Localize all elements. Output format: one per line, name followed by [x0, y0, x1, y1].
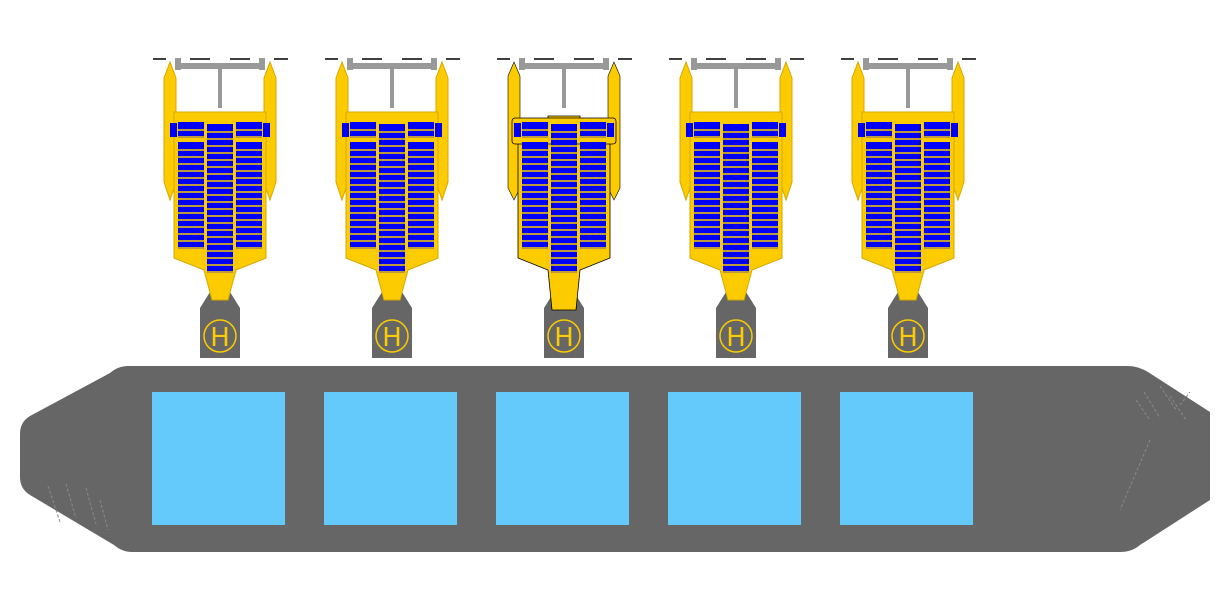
helipad-label: H	[554, 323, 574, 353]
rotor-crossbar	[694, 63, 778, 69]
rotor-hub	[347, 58, 353, 70]
panel-column	[580, 142, 606, 249]
rotor-crossbar	[522, 63, 606, 69]
deck-marking	[85, 487, 97, 525]
helipad	[716, 292, 756, 358]
rotor-hub	[603, 58, 609, 70]
wing-panel	[435, 123, 442, 137]
deck-marking	[1143, 391, 1161, 419]
rotor-hub	[863, 58, 869, 70]
wing-panel	[342, 123, 349, 137]
rotor-mast	[734, 68, 738, 108]
panel-column	[723, 124, 749, 273]
rotor-mast	[218, 68, 222, 108]
panel-column	[379, 124, 405, 273]
panel-column	[236, 142, 262, 249]
helipad	[888, 292, 928, 358]
panel-column	[207, 124, 233, 273]
helipad-circle	[203, 319, 237, 353]
helipad-circle	[375, 319, 409, 353]
panel-column	[522, 142, 548, 249]
rotor-mast	[562, 68, 566, 108]
rotor-hub	[431, 58, 437, 70]
panel-column	[866, 142, 892, 249]
rotor-hub	[175, 58, 181, 70]
rotor-hub	[519, 58, 525, 70]
helipad-label: H	[210, 323, 230, 353]
vessel: H	[841, 58, 976, 358]
vessel: H	[153, 58, 288, 358]
deck-marking	[47, 485, 61, 523]
cargo-bay	[496, 392, 629, 525]
helipad-label: H	[726, 323, 746, 353]
helipad	[372, 292, 412, 358]
deck-marking	[99, 499, 109, 531]
rotor-hub	[775, 58, 781, 70]
cargo-bay	[668, 392, 801, 525]
rotor-hub	[691, 58, 697, 70]
wing-panel	[607, 123, 614, 137]
wing-panel	[686, 123, 693, 137]
helipad-circle	[719, 319, 753, 353]
cargo-bays	[152, 392, 973, 525]
wing-panel	[858, 123, 865, 137]
panel-column	[924, 142, 950, 249]
cargo-bay	[324, 392, 457, 525]
helipad	[200, 292, 240, 358]
deck-marking	[1119, 439, 1151, 511]
cargo-bay	[840, 392, 973, 525]
wing-panel	[170, 123, 177, 137]
cargo-bay	[152, 392, 285, 525]
panel-column	[895, 124, 921, 273]
panel-column	[178, 142, 204, 249]
rotor-crossbar	[866, 63, 950, 69]
rotor-hub	[259, 58, 265, 70]
wing-panel	[779, 123, 786, 137]
vessel: H	[325, 58, 460, 358]
wing-panel	[514, 123, 521, 137]
wing-panel	[263, 123, 270, 137]
deck-markings	[47, 385, 1191, 531]
deck-marking	[1179, 391, 1191, 406]
panel-column	[694, 142, 720, 249]
helipad-circle	[891, 319, 925, 353]
helipad-label: H	[898, 323, 918, 353]
panel-column	[350, 142, 376, 249]
wing-panel	[951, 123, 958, 137]
rotor-crossbar	[350, 63, 434, 69]
helipad-label: H	[382, 323, 402, 353]
platform	[20, 366, 1210, 552]
rotor-hub	[947, 58, 953, 70]
rotor-mast	[906, 68, 910, 108]
deck-marking	[1135, 399, 1151, 421]
vessel: H	[497, 58, 632, 358]
panel-column	[752, 142, 778, 249]
deck-marking	[65, 483, 77, 519]
vessel: H	[669, 58, 804, 358]
rotor-crossbar	[178, 63, 262, 69]
rotor-mast	[390, 68, 394, 108]
panel-column	[551, 124, 577, 273]
helipad-circle	[547, 319, 581, 353]
panel-column	[408, 142, 434, 249]
